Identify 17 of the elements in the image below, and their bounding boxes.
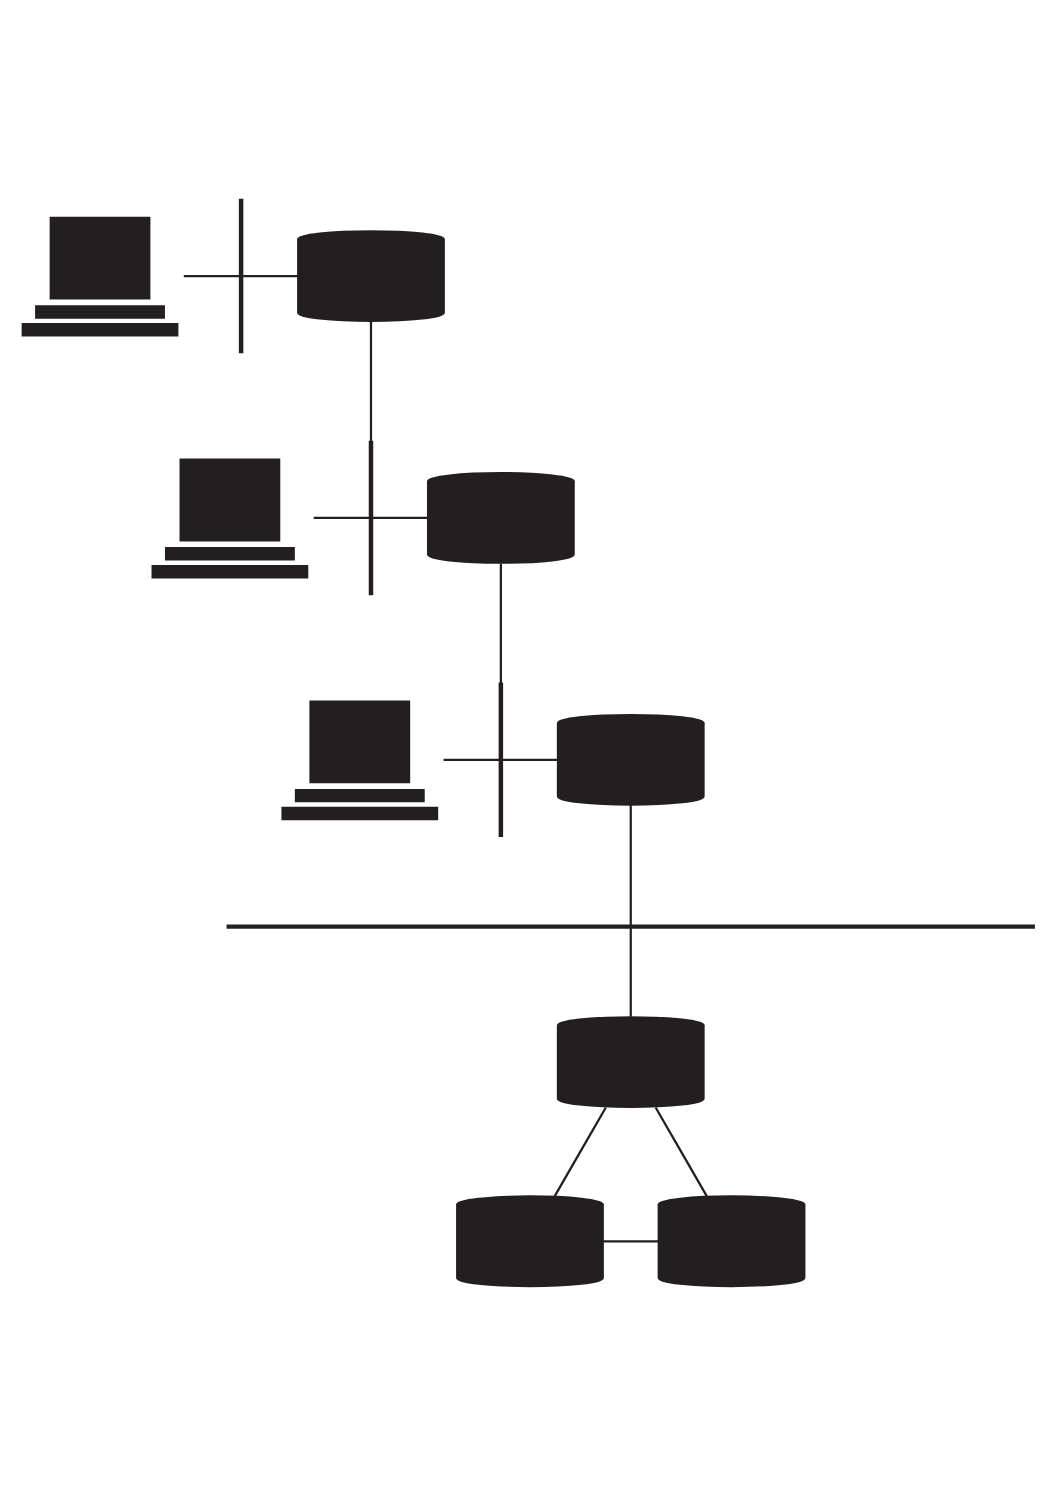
node-bar <box>498 682 504 837</box>
connector <box>243 274 299 277</box>
connector <box>629 804 632 925</box>
connector <box>369 321 373 442</box>
node-bar <box>368 440 374 595</box>
connector <box>553 1106 607 1197</box>
connector <box>373 516 428 519</box>
connector <box>654 1106 708 1197</box>
connector <box>603 1239 659 1242</box>
connector <box>443 758 500 761</box>
connector <box>502 758 558 761</box>
connector <box>499 563 502 683</box>
connector <box>313 516 370 519</box>
connector <box>183 274 240 277</box>
connector <box>629 927 632 1017</box>
node-bar <box>226 923 1035 929</box>
node-bar <box>238 198 244 353</box>
